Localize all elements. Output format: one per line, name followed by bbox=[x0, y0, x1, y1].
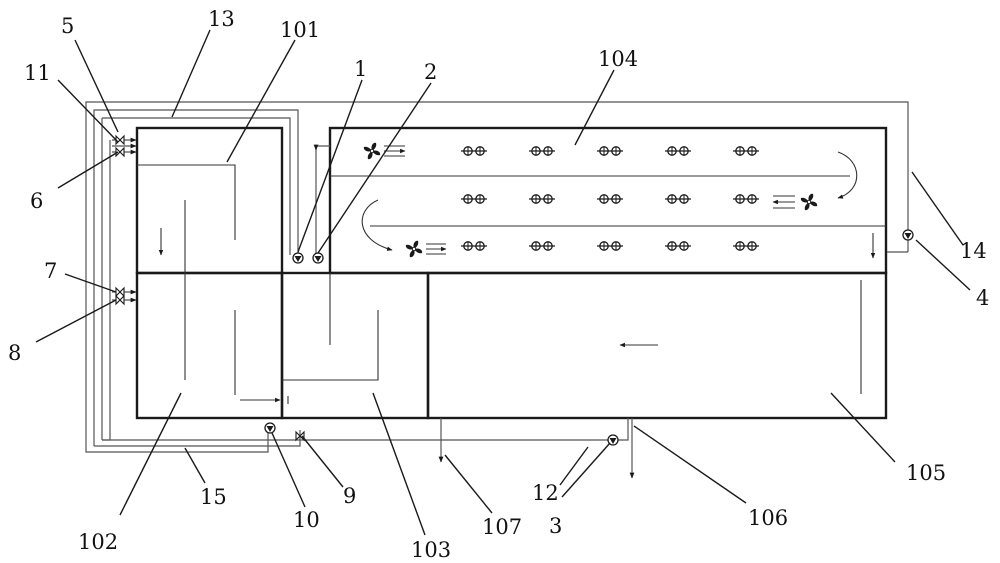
inlet-branches bbox=[112, 137, 137, 303]
label-6: 6 bbox=[30, 189, 43, 213]
label-7: 7 bbox=[44, 259, 57, 283]
label-105: 105 bbox=[906, 461, 946, 485]
label-8: 8 bbox=[8, 341, 21, 365]
aerator-icon bbox=[528, 146, 556, 156]
pump-icon bbox=[264, 229, 914, 446]
aerator-icon bbox=[732, 241, 760, 251]
label-9: 9 bbox=[343, 484, 356, 508]
pipe-13 bbox=[85, 101, 909, 453]
aerator-icon bbox=[732, 146, 760, 156]
aerator-icon bbox=[460, 241, 488, 251]
baffles-101-102 bbox=[137, 164, 289, 404]
baffles-103 bbox=[282, 273, 379, 381]
aerator-array bbox=[460, 146, 760, 251]
labels: 5 13 101 1 2 104 11 6 14 4 7 8 105 15 10… bbox=[8, 7, 989, 562]
aerator-icon bbox=[732, 194, 760, 204]
label-12: 12 bbox=[532, 481, 559, 505]
aerator-icon bbox=[596, 241, 624, 251]
label-3: 3 bbox=[549, 514, 562, 538]
label-14: 14 bbox=[960, 239, 987, 263]
aerator-icon bbox=[664, 241, 692, 251]
label-104: 104 bbox=[598, 47, 638, 71]
aeration-channel-dividers bbox=[330, 151, 886, 259]
tank-102-lower bbox=[135, 271, 284, 420]
aerator-icon bbox=[664, 194, 692, 204]
fan-icon bbox=[772, 193, 818, 211]
aerator-icon bbox=[460, 194, 488, 204]
label-102: 102 bbox=[78, 530, 118, 554]
fan-icon bbox=[405, 240, 447, 258]
label-4: 4 bbox=[976, 286, 989, 310]
tank-105-settling bbox=[426, 271, 888, 420]
tank-101-upper bbox=[135, 126, 284, 275]
pipe-return-lines bbox=[93, 109, 629, 447]
label-15: 15 bbox=[200, 485, 227, 509]
label-11: 11 bbox=[24, 61, 51, 85]
label-5: 5 bbox=[61, 14, 74, 38]
aerator-icon bbox=[460, 146, 488, 156]
aerator-icon bbox=[528, 194, 556, 204]
leader-lines bbox=[35, 29, 971, 536]
tank-103 bbox=[280, 271, 430, 420]
fan-icon bbox=[363, 142, 406, 160]
aerator-icon bbox=[596, 194, 624, 204]
label-13: 13 bbox=[208, 7, 235, 31]
discharge-outlets bbox=[438, 418, 635, 479]
label-2: 2 bbox=[424, 60, 437, 84]
settling-internals bbox=[619, 280, 862, 394]
label-106: 106 bbox=[748, 506, 788, 530]
aerator-icon bbox=[664, 146, 692, 156]
aerator-icon bbox=[528, 241, 556, 251]
label-10: 10 bbox=[293, 508, 320, 532]
label-101: 101 bbox=[280, 18, 320, 42]
label-1: 1 bbox=[354, 57, 367, 81]
valve-icon bbox=[115, 135, 305, 441]
aerator-icon bbox=[596, 146, 624, 156]
label-107: 107 bbox=[482, 515, 522, 539]
label-103: 103 bbox=[411, 538, 451, 562]
